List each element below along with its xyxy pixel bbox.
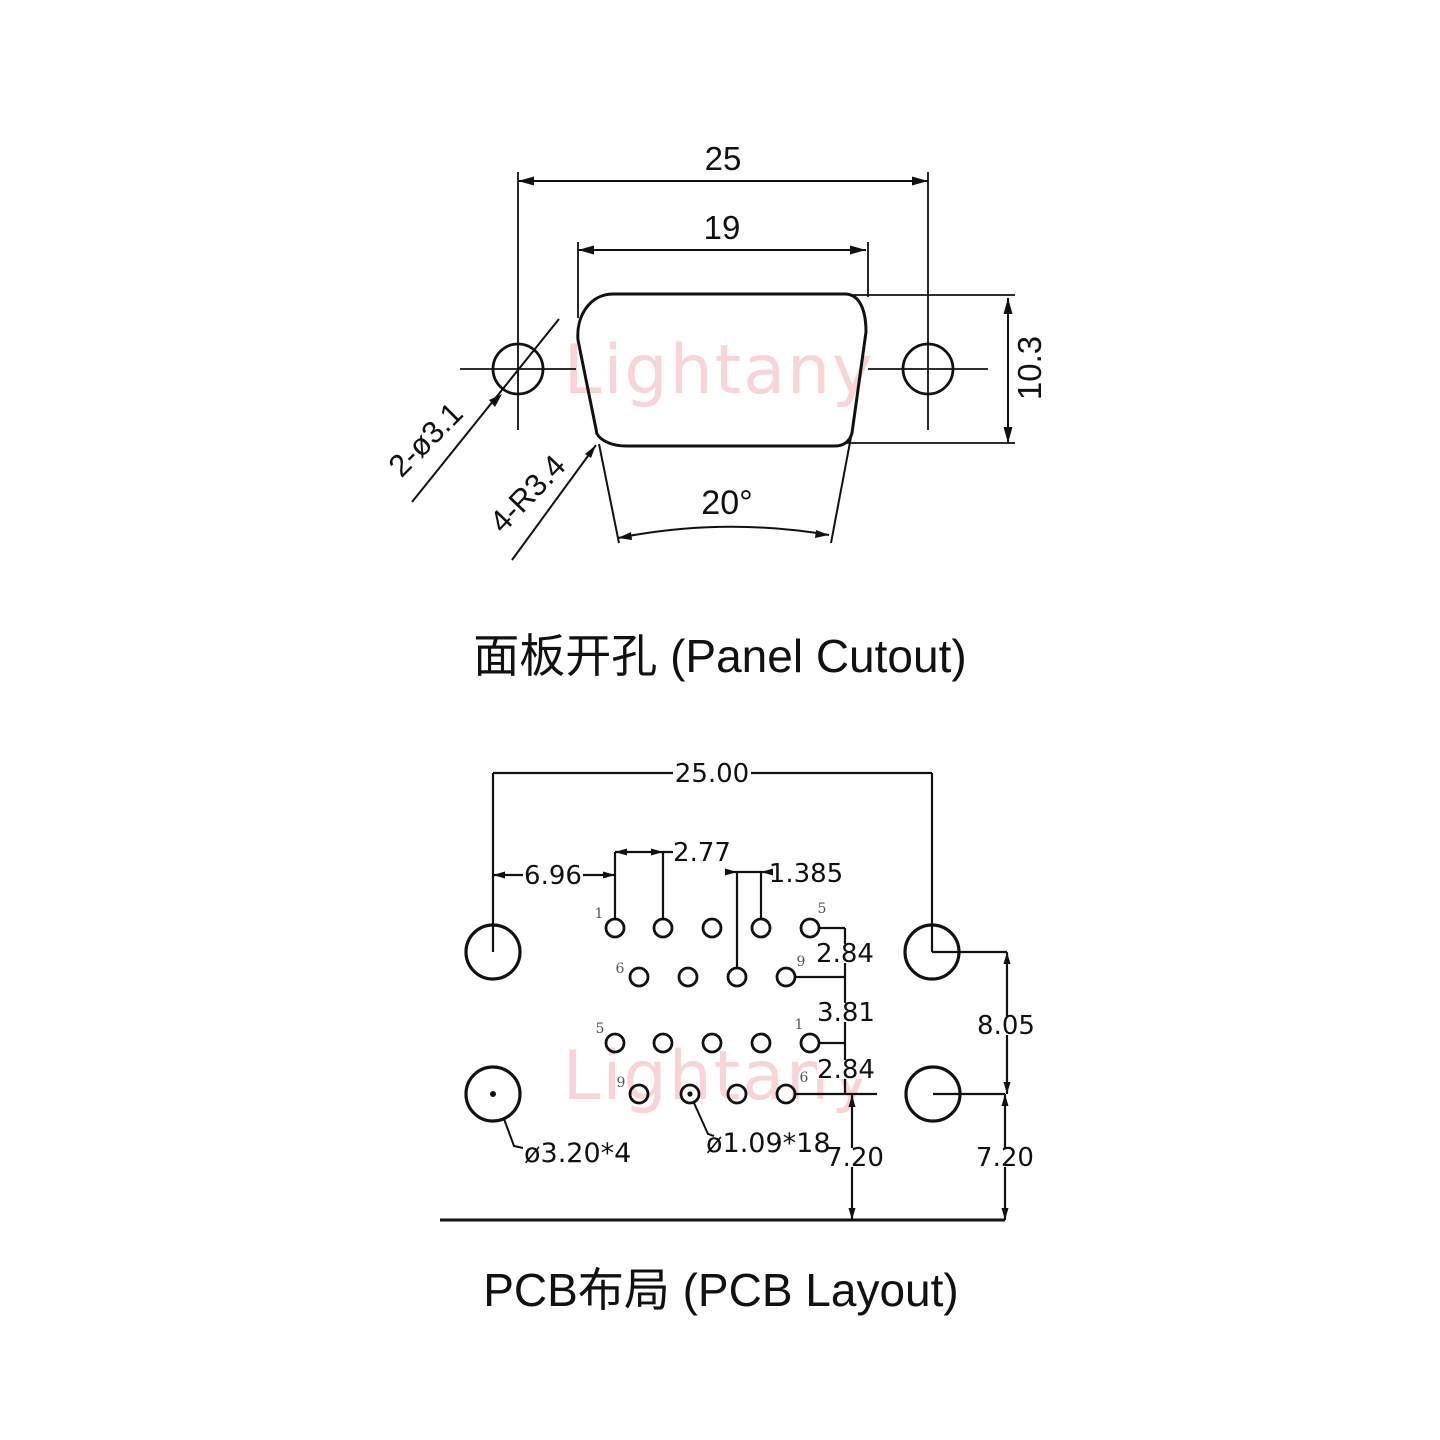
dim-row-gap-3-text: 2.84 (817, 1055, 875, 1085)
note-pin-hole-spec-text: ø1.09*18 (706, 1128, 831, 1159)
dim-bottom-left-text: 7.20 (826, 1143, 884, 1173)
dim-pin-offset-text: 6.96 (524, 861, 582, 891)
pin-label-row2-first: 6 (616, 961, 625, 977)
note-corner-radius: 4-R3.4 (483, 444, 597, 561)
note-mount-hole-spec-text: ø3.20*4 (524, 1138, 631, 1169)
dim-height: 10.3 (846, 294, 1048, 444)
pin-label-row4-last: 6 (800, 1070, 809, 1086)
pcb-layout-caption: PCB布局 (PCB Layout) (483, 1264, 958, 1316)
dim-height-text: 10.3 (1011, 336, 1048, 400)
panel-cutout-caption: 面板开孔 (Panel Cutout) (473, 630, 966, 682)
pin-row-4: 9 6 (617, 1070, 809, 1105)
dim-outer-width: 25 (518, 140, 928, 186)
panel-cutout-drawing: 25 19 10.3 2-ø3.1 (382, 140, 1048, 682)
pin-row-2: 6 9 (616, 954, 806, 988)
dim-inner-width: 19 (577, 209, 869, 318)
dim-inner-width-text: 19 (704, 209, 741, 246)
dim-mount-gap: 8.05 (932, 950, 1036, 1094)
pin-label-row1-first: 1 (595, 906, 604, 922)
note-mount-holes-text: 2-ø3.1 (382, 396, 470, 484)
note-mount-hole-spec: ø3.20*4 (503, 1118, 631, 1169)
pin-label-row4-first: 9 (617, 1075, 626, 1091)
dim-pin-pitch-text: 2.77 (673, 838, 731, 868)
pin-label-row3-last: 1 (795, 1017, 804, 1033)
pcb-layout-drawing: 25.00 6.96 2.77 1.385 (440, 759, 1036, 1316)
pin-label-row1-last: 5 (818, 901, 827, 917)
pin-row-1: 1 5 (595, 901, 827, 939)
dim-row-gap-2-text: 3.81 (817, 998, 875, 1028)
pin-label-row3-first: 5 (596, 1021, 605, 1037)
pin-row-3: 5 1 (596, 1017, 821, 1054)
dim-bottom-right-text: 7.20 (976, 1143, 1034, 1173)
dim-row-gaps: 2.84 3.81 2.84 (795, 926, 877, 1096)
dim-mount-span-text: 25.00 (675, 759, 749, 789)
dim-row-gap-1-text: 2.84 (816, 939, 874, 969)
note-pin-hole-spec: ø1.09*18 (693, 1102, 831, 1159)
dim-mount-span: 25.00 (491, 759, 934, 952)
note-corner-radius-text: 4-R3.4 (483, 448, 573, 539)
dim-row-stagger-text: 1.385 (769, 859, 843, 889)
dim-row-stagger: 1.385 (725, 859, 843, 967)
dim-bottom-right: 7.20 (933, 1092, 1034, 1220)
dim-outer-width-text: 25 (705, 140, 742, 177)
dim-mount-gap-text: 8.05 (977, 1011, 1035, 1041)
left-mount-hole (460, 172, 576, 430)
dim-angle-text: 20° (701, 484, 752, 522)
watermark-top: Lightany (564, 331, 875, 410)
dim-angle: 20° (598, 436, 852, 544)
pin-label-row2-last: 9 (797, 954, 806, 970)
dim-pin-pitch: 2.77 (613, 838, 731, 918)
dim-bottom-left: 7.20 (826, 1095, 884, 1220)
cutout-outline (576, 292, 868, 448)
dim-pin-offset: 6.96 (493, 861, 615, 891)
right-mount-hole (868, 172, 988, 430)
